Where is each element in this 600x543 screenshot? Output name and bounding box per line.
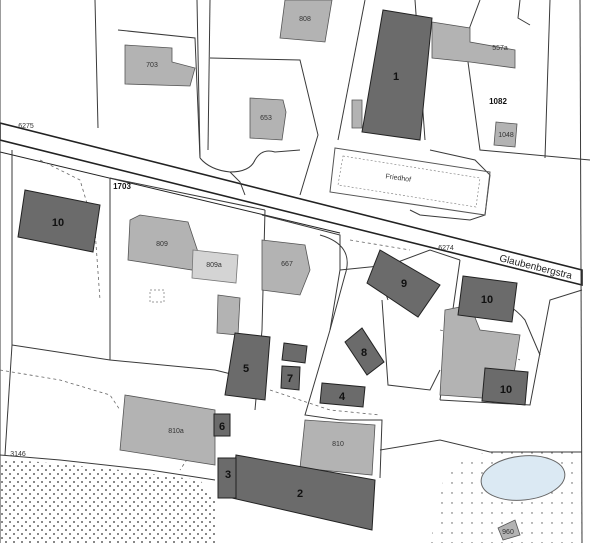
house-number-809: 809 [156, 241, 168, 248]
building-667 [261, 239, 311, 296]
house-number-809a: 809a [206, 262, 222, 269]
friedhof-label: Friedhof [385, 173, 411, 184]
building-1048 [493, 121, 518, 148]
label-building-10-west: 10 [52, 217, 64, 229]
building-10-east-bottom [481, 367, 529, 406]
dotted-land-area-sw [0, 460, 215, 543]
label-building-7: 7 [287, 373, 293, 385]
house-number-703: 703 [146, 62, 158, 69]
house-number-653: 653 [260, 115, 272, 122]
label-building-2: 2 [297, 488, 303, 500]
dashed-square [149, 289, 165, 303]
building-810 [299, 419, 376, 476]
building-7 [280, 365, 301, 391]
friedhof-outline [329, 147, 491, 216]
building-10-west [17, 189, 101, 253]
label-building-6: 6 [219, 421, 225, 433]
label-building-8: 8 [361, 347, 367, 359]
label-building-9: 9 [401, 278, 407, 290]
building-10-east-top [457, 275, 518, 323]
label-building-4: 4 [339, 391, 346, 403]
parcel-label-1082: 1082 [489, 97, 507, 106]
building-6 [213, 413, 231, 437]
parcel-label-6274: 6274 [438, 245, 454, 252]
house-number-557a: 557a [492, 45, 508, 52]
house-number-810a: 810a [168, 428, 184, 435]
numbered-buildings [17, 9, 529, 531]
label-building-5: 5 [243, 363, 249, 375]
building-9 [366, 249, 441, 318]
building-810a [119, 394, 216, 466]
building-653 [249, 97, 287, 141]
house-number-1048: 1048 [498, 132, 514, 139]
label-building-3: 3 [225, 469, 231, 481]
label-building-10-east-bottom: 10 [500, 384, 512, 396]
building-5 [224, 332, 271, 401]
house-number-810: 810 [332, 441, 344, 448]
parcel-label-1703: 1703 [113, 182, 131, 191]
building-960 [497, 519, 521, 541]
label-building-10-east-top: 10 [481, 294, 493, 306]
house-number-808: 808 [299, 16, 311, 23]
building-1 [361, 9, 433, 141]
building-557a [431, 21, 516, 69]
building-809a [191, 249, 239, 284]
friedhof-inner-outline [337, 155, 481, 208]
building-703 [124, 44, 196, 87]
road-edge-line [0, 151, 341, 234]
building-3 [217, 457, 237, 499]
building-7b [281, 342, 308, 364]
pond [480, 455, 566, 501]
parcel-label-6275: 6275 [18, 123, 34, 130]
house-number-960: 960 [502, 529, 514, 536]
parcel-label-3146: 3146 [10, 451, 26, 458]
label-building-1: 1 [393, 71, 399, 83]
house-number-667: 667 [281, 261, 293, 268]
building-8 [344, 327, 385, 376]
building-4 [319, 382, 366, 408]
building-808 [279, 0, 333, 43]
main-road [0, 122, 583, 287]
